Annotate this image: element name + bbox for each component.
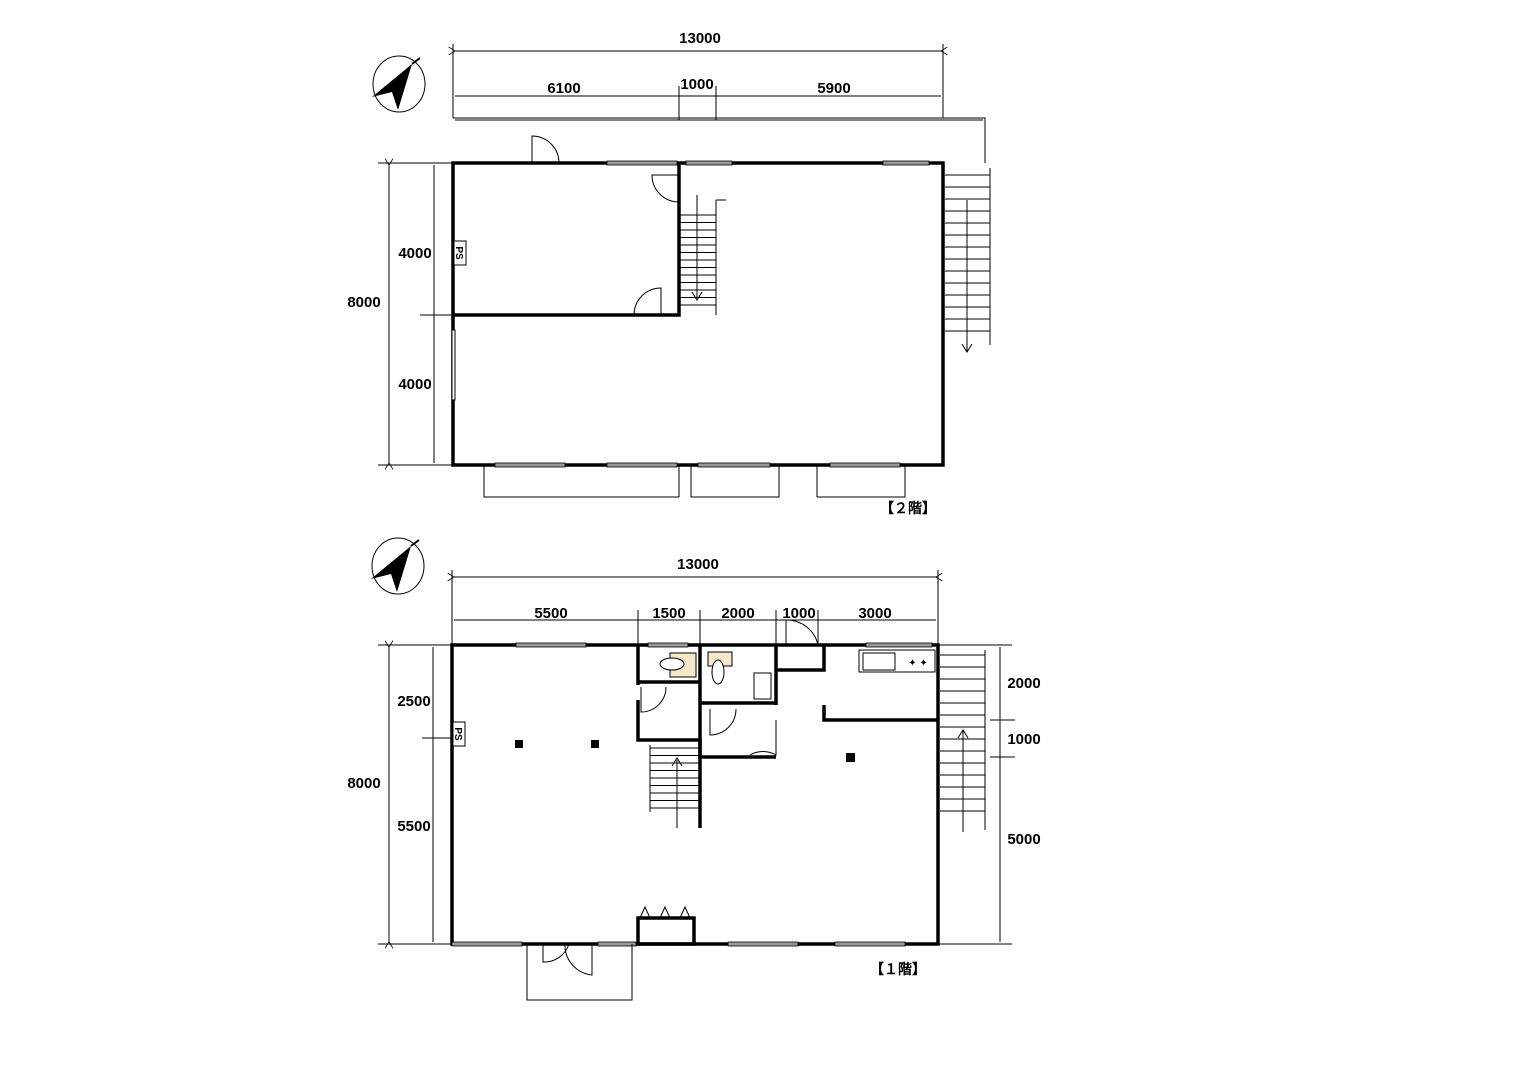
dim-width-segment: 2000 bbox=[721, 605, 754, 622]
north-compass-icon bbox=[371, 537, 425, 595]
floor1-title: 【１階】 bbox=[870, 961, 926, 977]
kitchen-counter: ✦ ✦ bbox=[858, 649, 936, 673]
dim-width-segment: 5500 bbox=[534, 605, 567, 622]
entrance-porch bbox=[526, 944, 633, 1001]
dim-width-segment: 3000 bbox=[858, 605, 891, 622]
doors bbox=[531, 135, 680, 316]
dim-depth-segment: 2500 bbox=[397, 693, 430, 710]
floor2-title: 【２階】 bbox=[880, 500, 936, 516]
north-compass-icon bbox=[372, 55, 426, 113]
dim-depth-segment: 1000 bbox=[1007, 731, 1040, 748]
windows bbox=[494, 160, 930, 468]
dim-depth-segment: 4000 bbox=[398, 245, 431, 262]
shelf-triangles bbox=[639, 905, 691, 919]
interior-stairs bbox=[680, 195, 726, 315]
ps-label: PS bbox=[452, 727, 463, 741]
dimension-lines-right bbox=[938, 644, 1015, 945]
walls bbox=[451, 117, 986, 467]
dim-width-segment: 6100 bbox=[547, 80, 580, 97]
stove-icon: ✦ ✦ bbox=[908, 658, 928, 669]
wash-basin-icon bbox=[753, 672, 772, 700]
exterior-stairs bbox=[945, 168, 991, 353]
windows bbox=[451, 642, 933, 947]
ps-label: PS bbox=[453, 246, 464, 260]
sink-icon bbox=[862, 652, 896, 671]
balconies bbox=[483, 465, 906, 498]
dimension-lines-left bbox=[378, 163, 453, 465]
dim-width-segment: 1000 bbox=[680, 76, 713, 93]
dim-depth-segment: 5000 bbox=[1007, 831, 1040, 848]
dim-depth-segment: 4000 bbox=[398, 376, 431, 393]
interior-stairs bbox=[649, 745, 700, 828]
walls bbox=[450, 643, 940, 946]
toilet-icon bbox=[659, 652, 697, 678]
dim-total-width: 13000 bbox=[677, 556, 719, 573]
exterior-stairs bbox=[940, 650, 986, 832]
floor2-plan: 13000 6100 1000 5900 8000 4000 4000 bbox=[347, 30, 991, 516]
doors bbox=[542, 619, 819, 976]
toilet-icon bbox=[707, 651, 733, 685]
dim-total-width: 13000 bbox=[679, 30, 721, 47]
columns bbox=[515, 740, 855, 762]
dim-depth-segment: 2000 bbox=[1007, 675, 1040, 692]
floor1-plan: 13000 5500 1500 2000 1000 3000 8000 2500… bbox=[347, 537, 1041, 1001]
dim-width-segment: 1500 bbox=[652, 605, 685, 622]
ps-shaft: PS bbox=[453, 240, 467, 266]
dim-width-segment: 5900 bbox=[817, 80, 850, 97]
dimension-lines-top bbox=[453, 44, 943, 120]
dim-depth-segment: 5500 bbox=[397, 818, 430, 835]
ps-shaft: PS bbox=[452, 721, 466, 747]
dim-total-depth: 8000 bbox=[347, 294, 380, 311]
dimension-lines-top bbox=[452, 570, 938, 645]
dim-total-depth: 8000 bbox=[347, 775, 380, 792]
dim-width-segment: 1000 bbox=[782, 605, 815, 622]
dimension-lines-left bbox=[378, 645, 452, 944]
